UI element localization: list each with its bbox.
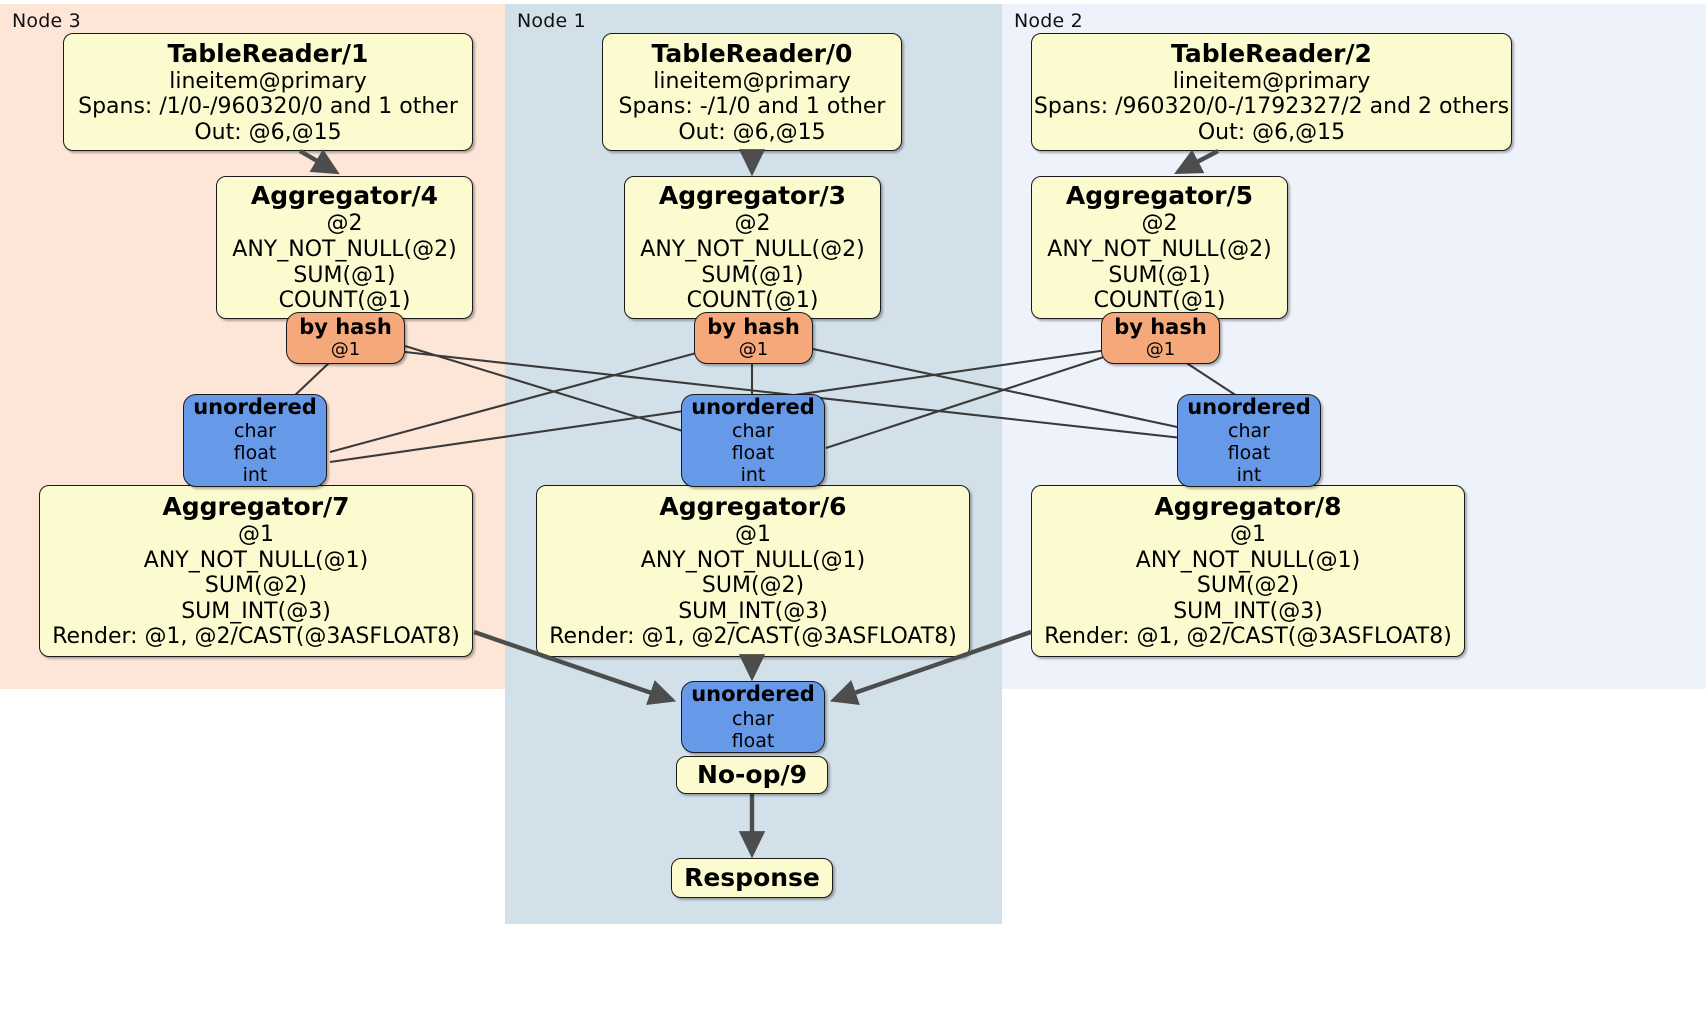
router-title: unordered: [1187, 394, 1311, 419]
processor-title: Aggregator/5: [1065, 181, 1254, 211]
router-detail-line: int: [1236, 464, 1262, 487]
processor-detail-line: SUM_INT(@3): [678, 598, 828, 624]
processor-aggregator-4[interactable]: Aggregator/4 @2 ANY_NOT_NULL(@2) SUM(@1)…: [216, 176, 473, 319]
processor-title: No-op/9: [696, 760, 808, 789]
processor-detail-line: ANY_NOT_NULL(@1): [1135, 547, 1361, 573]
processor-detail-line: SUM_INT(@3): [181, 598, 331, 624]
processor-noop-9[interactable]: No-op/9: [676, 756, 828, 794]
router-detail-line: int: [740, 464, 766, 487]
router-by-hash-node1[interactable]: by hash @1: [694, 312, 813, 364]
router-detail-line: int: [242, 464, 268, 487]
processor-response[interactable]: Response: [671, 858, 833, 898]
processor-detail-line: @2: [734, 211, 771, 237]
processor-aggregator-6[interactable]: Aggregator/6 @1 ANY_NOT_NULL(@1) SUM(@2)…: [536, 485, 970, 657]
processor-aggregator-5[interactable]: Aggregator/5 @2 ANY_NOT_NULL(@2) SUM(@1)…: [1031, 176, 1288, 319]
processor-title: Aggregator/4: [250, 181, 439, 211]
processor-detail-line: ANY_NOT_NULL(@2): [1047, 236, 1272, 262]
processor-title: TableReader/1: [167, 38, 369, 68]
processor-detail-line: SUM(@1): [701, 262, 804, 288]
router-title: by hash: [1114, 315, 1207, 340]
processor-tablereader-0[interactable]: TableReader/0 lineitem@primary Spans: -/…: [602, 33, 902, 151]
processor-detail-line: Spans: -/1/0 and 1 other: [618, 94, 886, 120]
router-by-hash-node2[interactable]: by hash @1: [1101, 312, 1220, 364]
processor-detail-line: Out: @6,@15: [678, 119, 826, 145]
processor-title: Aggregator/3: [658, 181, 847, 211]
processor-detail-line: lineitem@primary: [169, 68, 367, 94]
processor-detail-line: @1: [238, 522, 274, 548]
processor-title: TableReader/2: [1171, 38, 1372, 68]
processor-title: Aggregator/8: [1154, 492, 1342, 522]
processor-detail-line: Render: @1, @2/CAST(@3ASFLOAT8): [1044, 624, 1452, 650]
router-detail-line: char: [1228, 420, 1270, 443]
router-detail-line: @1: [330, 338, 361, 360]
processor-title: Aggregator/7: [162, 492, 350, 522]
processor-detail-line: SUM(@2): [1196, 573, 1300, 599]
processor-detail-line: lineitem@primary: [653, 68, 851, 94]
processor-detail-line: COUNT(@1): [1093, 288, 1226, 314]
processor-title: Aggregator/6: [659, 492, 847, 522]
router-unordered-node1[interactable]: unordered char float int: [681, 394, 825, 487]
processor-detail-line: SUM(@2): [204, 573, 308, 599]
processor-detail-line: COUNT(@1): [278, 288, 411, 314]
processor-detail-line: @1: [1230, 522, 1266, 548]
router-title: unordered: [691, 394, 815, 419]
processor-detail-line: Out: @6,@15: [194, 119, 342, 145]
processor-tablereader-2[interactable]: TableReader/2 lineitem@primary Spans: /9…: [1031, 33, 1512, 151]
processor-detail-line: @1: [735, 522, 771, 548]
processor-aggregator-3[interactable]: Aggregator/3 @2 ANY_NOT_NULL(@2) SUM(@1)…: [624, 176, 881, 319]
router-detail-line: char: [234, 420, 276, 443]
router-detail-line: float: [731, 729, 775, 752]
processor-detail-line: lineitem@primary: [1172, 68, 1371, 94]
router-detail-line: @1: [1145, 338, 1176, 360]
node-region-label-node2: Node 2: [1014, 10, 1083, 32]
processor-detail-line: SUM(@1): [293, 262, 396, 288]
processor-detail-line: ANY_NOT_NULL(@1): [640, 547, 866, 573]
processor-detail-line: Spans: /960320/0-/1792327/2 and 2 others: [1033, 94, 1510, 120]
processor-detail-line: SUM_INT(@3): [1173, 598, 1323, 624]
processor-aggregator-7[interactable]: Aggregator/7 @1 ANY_NOT_NULL(@1) SUM(@2)…: [39, 485, 473, 657]
router-detail-line: float: [731, 442, 775, 465]
processor-detail-line: @2: [1141, 211, 1178, 237]
router-title: by hash: [299, 315, 392, 340]
processor-detail-line: SUM(@1): [1108, 262, 1211, 288]
processor-detail-line: ANY_NOT_NULL(@2): [232, 236, 457, 262]
router-detail-line: char: [732, 707, 774, 730]
router-unordered-node3[interactable]: unordered char float int: [183, 394, 327, 487]
processor-detail-line: Render: @1, @2/CAST(@3ASFLOAT8): [549, 624, 957, 650]
router-title: by hash: [707, 315, 800, 340]
processor-detail-line: COUNT(@1): [686, 288, 819, 314]
processor-tablereader-1[interactable]: TableReader/1 lineitem@primary Spans: /1…: [63, 33, 473, 151]
router-title: unordered: [193, 394, 317, 419]
router-detail-line: float: [1227, 442, 1271, 465]
router-by-hash-node3[interactable]: by hash @1: [286, 312, 405, 364]
router-title: unordered: [691, 682, 815, 707]
processor-detail-line: @2: [326, 211, 363, 237]
processor-detail-line: Out: @6,@15: [1197, 119, 1346, 145]
node-region-label-node3: Node 3: [12, 10, 81, 32]
router-unordered-final[interactable]: unordered char float: [681, 681, 825, 753]
processor-aggregator-8[interactable]: Aggregator/8 @1 ANY_NOT_NULL(@1) SUM(@2)…: [1031, 485, 1465, 657]
processor-detail-line: Render: @1, @2/CAST(@3ASFLOAT8): [52, 624, 460, 650]
processor-detail-line: SUM(@2): [701, 573, 805, 599]
processor-detail-line: Spans: /1/0-/960320/0 and 1 other: [78, 94, 458, 120]
processor-title: Response: [684, 863, 820, 892]
router-detail-line: @1: [738, 338, 769, 360]
processor-detail-line: ANY_NOT_NULL(@2): [640, 236, 865, 262]
router-unordered-node2[interactable]: unordered char float int: [1177, 394, 1321, 487]
node-region-label-node1: Node 1: [517, 10, 586, 32]
processor-title: TableReader/0: [651, 38, 853, 68]
processor-detail-line: ANY_NOT_NULL(@1): [143, 547, 369, 573]
router-detail-line: float: [233, 442, 277, 465]
router-detail-line: char: [732, 420, 774, 443]
